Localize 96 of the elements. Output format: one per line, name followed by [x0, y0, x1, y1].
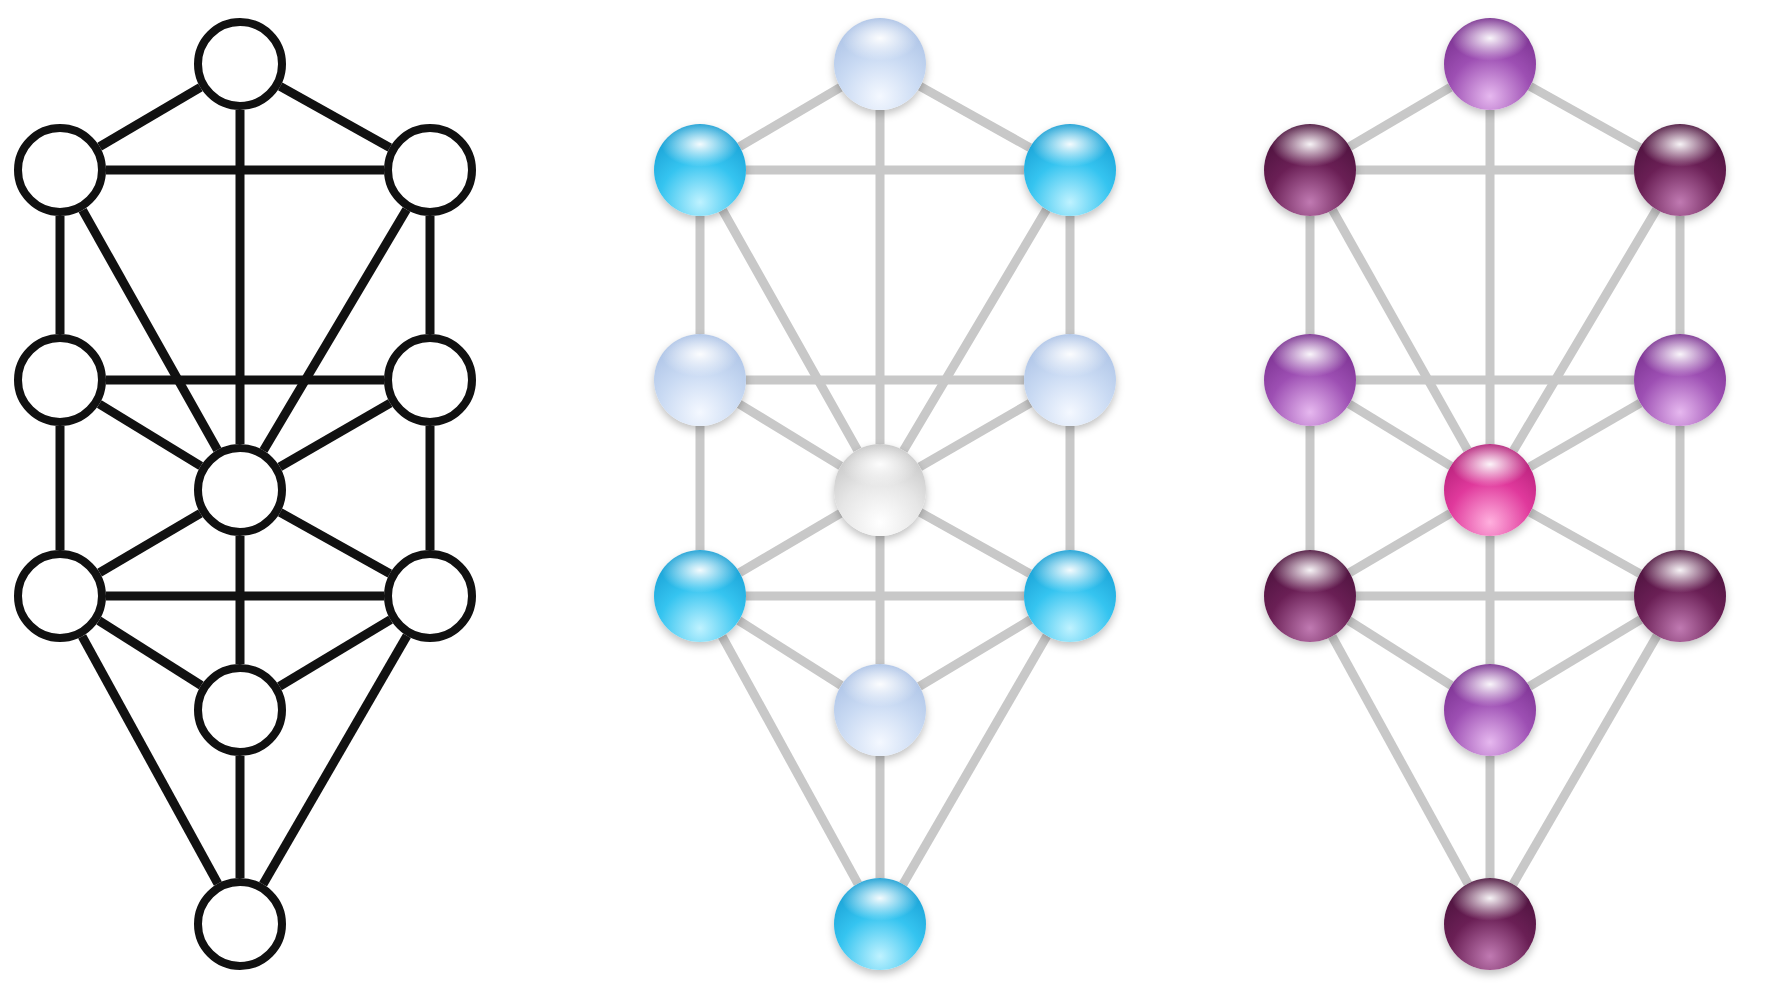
- circle-node: [384, 124, 476, 216]
- sphere-node: [834, 664, 926, 756]
- sphere-node: [1024, 334, 1116, 426]
- connector-line: [106, 591, 384, 601]
- connector-line: [875, 756, 885, 878]
- connector-line: [1346, 616, 1454, 690]
- circle-node: [384, 550, 476, 642]
- connector-line: [1356, 165, 1634, 175]
- connector-line: [1485, 536, 1495, 664]
- connector-line: [746, 165, 1024, 175]
- connector-line: [235, 756, 245, 878]
- connector-line: [718, 207, 862, 453]
- connector-line: [277, 508, 393, 578]
- sphere-node: [1444, 18, 1536, 110]
- connector-line: [277, 82, 393, 152]
- connector-line: [425, 426, 435, 550]
- connector-line: [1509, 633, 1661, 887]
- circle-node: [194, 18, 286, 110]
- connector-line: [55, 216, 65, 334]
- connector-line: [96, 616, 204, 690]
- sphere-node: [1264, 334, 1356, 426]
- connector-line: [695, 426, 705, 550]
- connector-line: [259, 207, 411, 453]
- sphere-node: [654, 550, 746, 642]
- sphere-node: [1634, 334, 1726, 426]
- connector-line: [917, 82, 1033, 152]
- connector-line: [695, 216, 705, 334]
- connector-line: [1346, 400, 1454, 470]
- connector-line: [1347, 83, 1453, 151]
- sphere-node: [1264, 550, 1356, 642]
- sphere-node: [1634, 124, 1726, 216]
- sphere-node: [1264, 124, 1356, 216]
- connector-line: [1675, 426, 1685, 550]
- circle-node: [14, 550, 106, 642]
- sphere-node: [1444, 878, 1536, 970]
- circle-node: [194, 878, 286, 970]
- sphere-node: [1444, 664, 1536, 756]
- connector-line: [97, 509, 203, 577]
- circle-node: [194, 664, 286, 756]
- connector-line: [736, 616, 844, 690]
- connector-line: [1675, 216, 1685, 334]
- connector-line: [106, 165, 384, 175]
- circle-node: [14, 334, 106, 426]
- connector-line: [55, 426, 65, 550]
- connector-line: [1356, 375, 1634, 385]
- connector-line: [875, 536, 885, 664]
- sphere-node: [1024, 124, 1116, 216]
- connector-line: [1527, 82, 1643, 152]
- connector-line: [1527, 399, 1643, 471]
- connector-line: [78, 634, 222, 886]
- connector-line: [718, 634, 862, 886]
- connector-line: [277, 399, 393, 471]
- sphere-node: [1634, 550, 1726, 642]
- connector-line: [78, 207, 222, 453]
- connector-line: [1347, 509, 1453, 577]
- connector-line: [917, 615, 1033, 691]
- connector-line: [737, 509, 843, 577]
- connector-line: [917, 399, 1033, 471]
- connector-line: [746, 591, 1024, 601]
- connector-line: [1328, 207, 1472, 453]
- connector-line: [1509, 207, 1661, 453]
- sphere-node: [834, 878, 926, 970]
- connector-line: [106, 375, 384, 385]
- connector-line: [1527, 615, 1643, 691]
- connector-line: [899, 207, 1051, 453]
- connector-line: [875, 110, 885, 444]
- circle-node: [194, 444, 286, 536]
- connector-line: [1485, 756, 1495, 878]
- connector-line: [1527, 508, 1643, 578]
- sphere-node: [1444, 444, 1536, 536]
- sphere-node: [834, 444, 926, 536]
- circle-node: [14, 124, 106, 216]
- connector-line: [1328, 634, 1472, 886]
- connector-line: [259, 633, 411, 887]
- connector-line: [917, 508, 1033, 578]
- connector-line: [737, 83, 843, 151]
- connector-line: [1356, 591, 1634, 601]
- connector-line: [736, 400, 844, 470]
- connector-line: [425, 216, 435, 334]
- connector-line: [97, 83, 203, 151]
- connector-line: [235, 110, 245, 444]
- sphere-node: [834, 18, 926, 110]
- connector-line: [1305, 426, 1315, 550]
- sphere-node: [1024, 550, 1116, 642]
- connector-line: [235, 536, 245, 664]
- connector-line: [1065, 426, 1075, 550]
- circle-node: [384, 334, 476, 426]
- connector-line: [746, 375, 1024, 385]
- connector-line: [1065, 216, 1075, 334]
- connector-line: [899, 633, 1051, 887]
- connector-line: [96, 400, 204, 470]
- connector-line: [277, 615, 393, 691]
- sphere-node: [654, 124, 746, 216]
- sphere-node: [654, 334, 746, 426]
- connector-line: [1485, 110, 1495, 444]
- connector-line: [1305, 216, 1315, 334]
